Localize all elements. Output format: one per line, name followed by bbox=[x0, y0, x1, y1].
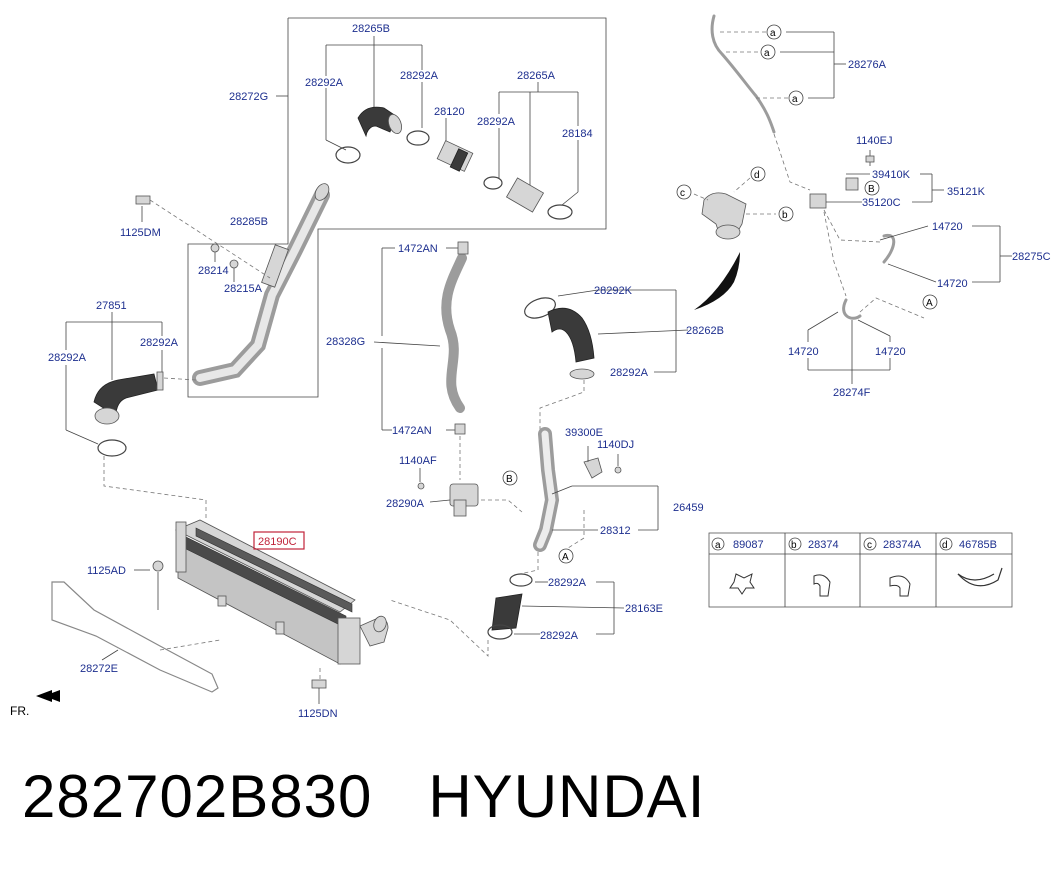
label-39300E: 39300E bbox=[565, 427, 603, 439]
legend-part-28374: 28374 bbox=[808, 539, 839, 551]
highlight-box-28190C bbox=[253, 531, 305, 550]
label-28292A-3: 28292A bbox=[477, 116, 516, 128]
label-28292A-5: 28292A bbox=[140, 337, 179, 349]
callout-circles: a a a c d b B B A A bbox=[502, 24, 938, 564]
callout-a-2: a bbox=[764, 48, 770, 59]
leaders-top-group bbox=[276, 36, 579, 206]
label-28312: 28312 bbox=[600, 525, 631, 537]
label-28290A: 28290A bbox=[386, 498, 425, 510]
label-28163E: 28163E bbox=[625, 603, 663, 615]
callout-c: c bbox=[680, 188, 685, 199]
label-26459: 26459 bbox=[673, 502, 704, 514]
hose-c-icon bbox=[889, 575, 911, 597]
label-28272G: 28272G bbox=[229, 91, 268, 103]
intake-pipe bbox=[192, 183, 330, 386]
legend-key-d: d bbox=[942, 540, 948, 551]
intercooler bbox=[175, 519, 389, 680]
hose-28274F bbox=[807, 297, 925, 384]
label-28214: 28214 bbox=[198, 265, 229, 277]
callout-B-2: B bbox=[506, 474, 513, 485]
label-28292A-2: 28292A bbox=[400, 70, 439, 82]
label-28275C: 28275C bbox=[1012, 251, 1051, 263]
footer-caption: 282702B830 HYUNDAI bbox=[22, 762, 1042, 842]
label-14720-2: 14720 bbox=[937, 278, 968, 290]
sensor-35121K bbox=[809, 150, 944, 209]
callout-A-2: A bbox=[562, 552, 569, 563]
legend-part-46785B: 46785B bbox=[959, 539, 997, 551]
label-28292A-1: 28292A bbox=[305, 77, 344, 89]
label-28265A: 28265A bbox=[517, 70, 556, 82]
legend-part-89087: 89087 bbox=[733, 539, 764, 551]
hose-27851 bbox=[65, 312, 207, 520]
brand-name: HYUNDAI bbox=[428, 763, 706, 830]
label-28262B: 28262B bbox=[686, 325, 724, 337]
label-1125DN: 1125DN bbox=[298, 708, 338, 720]
hose-28163E bbox=[389, 573, 625, 657]
label-1125AD: 1125AD bbox=[87, 565, 126, 577]
label-28285B: 28285B bbox=[230, 216, 268, 228]
group-box-upper-left bbox=[187, 17, 607, 398]
label-28120: 28120 bbox=[434, 106, 465, 118]
label-28265B: 28265B bbox=[352, 23, 390, 35]
label-27851: 27851 bbox=[96, 300, 127, 312]
label-28184: 28184 bbox=[562, 128, 593, 140]
parts-diagram: 28265B 28272G 28292A 28292A 28265A 28120… bbox=[10, 14, 1051, 720]
label-1472AN-2: 1472AN bbox=[392, 425, 432, 437]
bolts-left bbox=[135, 195, 271, 282]
label-14720-4: 14720 bbox=[875, 346, 906, 358]
part-number: 282702B830 bbox=[22, 763, 373, 830]
label-1140EJ: 1140EJ bbox=[856, 135, 893, 147]
callout-d: d bbox=[754, 170, 760, 181]
legend-part-28374A: 28374A bbox=[883, 539, 922, 551]
parts-top-group bbox=[335, 106, 573, 220]
label-28292A-6: 28292A bbox=[610, 367, 649, 379]
label-28328G: 28328G bbox=[326, 336, 365, 348]
label-28190C: 28190C bbox=[258, 536, 297, 548]
hose-28275C bbox=[823, 209, 1012, 297]
legend-table: a 89087 b 28374 c 28374A d 46785B bbox=[708, 532, 1013, 608]
label-1125DM: 1125DM bbox=[120, 227, 161, 239]
label-14720-1: 14720 bbox=[932, 221, 963, 233]
bolt-1125DN bbox=[311, 679, 327, 704]
callout-b: b bbox=[782, 210, 788, 221]
pipe-fitting-cdb bbox=[693, 177, 776, 310]
label-28276A: 28276A bbox=[848, 59, 887, 71]
label-14720-3: 14720 bbox=[788, 346, 819, 358]
label-28292A-4: 28292A bbox=[48, 352, 87, 364]
hose-b-icon bbox=[813, 574, 831, 597]
label-35120C: 35120C bbox=[862, 197, 901, 209]
callout-a-3: a bbox=[792, 94, 798, 105]
legend-key-c: c bbox=[867, 540, 872, 551]
vacuum-hose-28276A bbox=[710, 14, 846, 191]
legend-key-b: b bbox=[791, 540, 797, 551]
callout-A-1: A bbox=[926, 298, 933, 309]
label-28292A-8: 28292A bbox=[540, 630, 579, 642]
label-1472AN-1: 1472AN bbox=[398, 243, 438, 255]
label-28272E: 28272E bbox=[80, 663, 118, 675]
valve-28290A bbox=[417, 468, 479, 517]
front-arrow bbox=[36, 690, 60, 702]
label-35121K: 35121K bbox=[947, 186, 986, 198]
clip-icon bbox=[729, 573, 755, 595]
label-28274F: 28274F bbox=[833, 387, 871, 399]
label-28292K: 28292K bbox=[594, 285, 633, 297]
hose-28328G bbox=[373, 241, 469, 480]
pipe-26459 bbox=[474, 427, 659, 575]
callout-B-1: B bbox=[868, 184, 875, 195]
label-39410K: 39410K bbox=[872, 169, 911, 181]
legend-key-a: a bbox=[715, 540, 721, 551]
band-clamp-icon bbox=[957, 567, 1003, 587]
hose-28262B bbox=[524, 289, 689, 432]
callout-a-1: a bbox=[770, 28, 776, 39]
label-1140DJ: 1140DJ bbox=[597, 439, 634, 451]
label-28215A: 28215A bbox=[224, 283, 263, 295]
label-front: FR. bbox=[10, 704, 29, 718]
label-1140AF: 1140AF bbox=[399, 455, 437, 467]
bracket-28272E bbox=[51, 560, 221, 693]
part-labels: 28265B 28272G 28292A 28292A 28265A 28120… bbox=[10, 23, 1051, 720]
label-28292A-7: 28292A bbox=[548, 577, 587, 589]
